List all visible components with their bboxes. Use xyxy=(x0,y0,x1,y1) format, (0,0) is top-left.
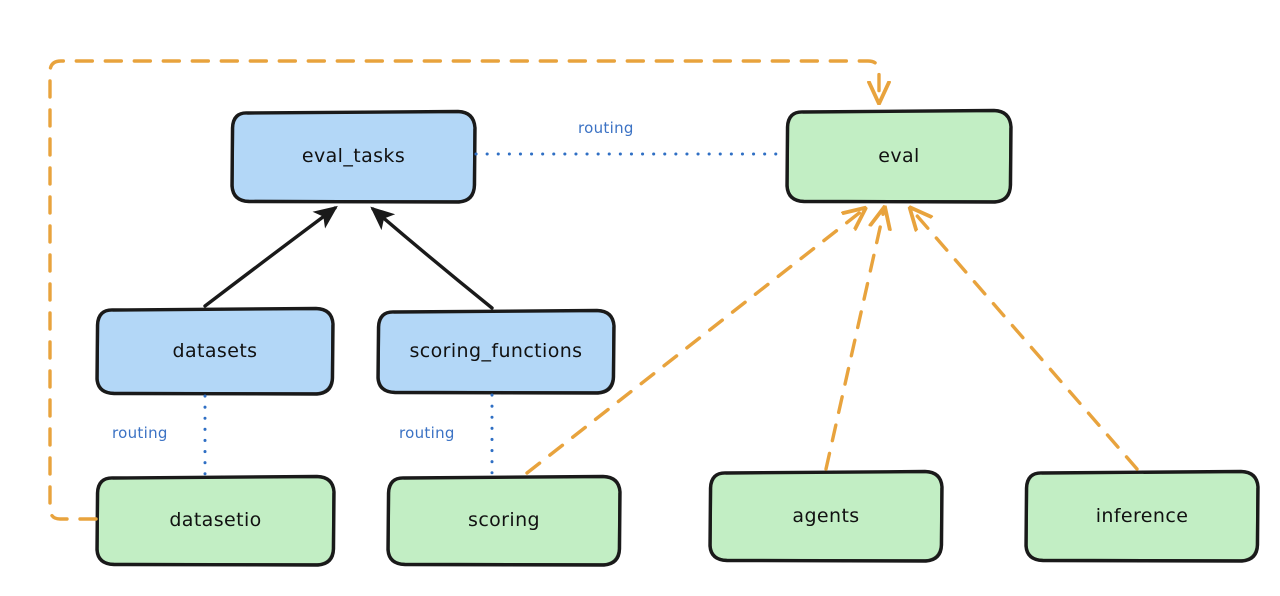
edges xyxy=(48,59,1139,521)
edge-scoring-eval xyxy=(525,210,863,475)
node-shapes xyxy=(95,108,1260,567)
node-datasetio[interactable] xyxy=(95,474,336,567)
edge-datasets-eval_tasks xyxy=(203,205,338,308)
edge-agents-eval xyxy=(824,210,884,471)
edge-scoring_functions-eval_tasks xyxy=(370,206,494,310)
node-agents[interactable] xyxy=(708,469,944,563)
node-inference[interactable] xyxy=(1024,469,1260,563)
node-scoring_functions[interactable] xyxy=(376,308,616,395)
node-eval_tasks[interactable] xyxy=(230,109,477,204)
node-datasets[interactable] xyxy=(95,306,335,396)
node-scoring[interactable] xyxy=(386,474,622,567)
edge-inference-eval xyxy=(912,210,1139,471)
edge-datasetio-eval xyxy=(48,59,879,521)
node-eval[interactable] xyxy=(785,108,1013,204)
